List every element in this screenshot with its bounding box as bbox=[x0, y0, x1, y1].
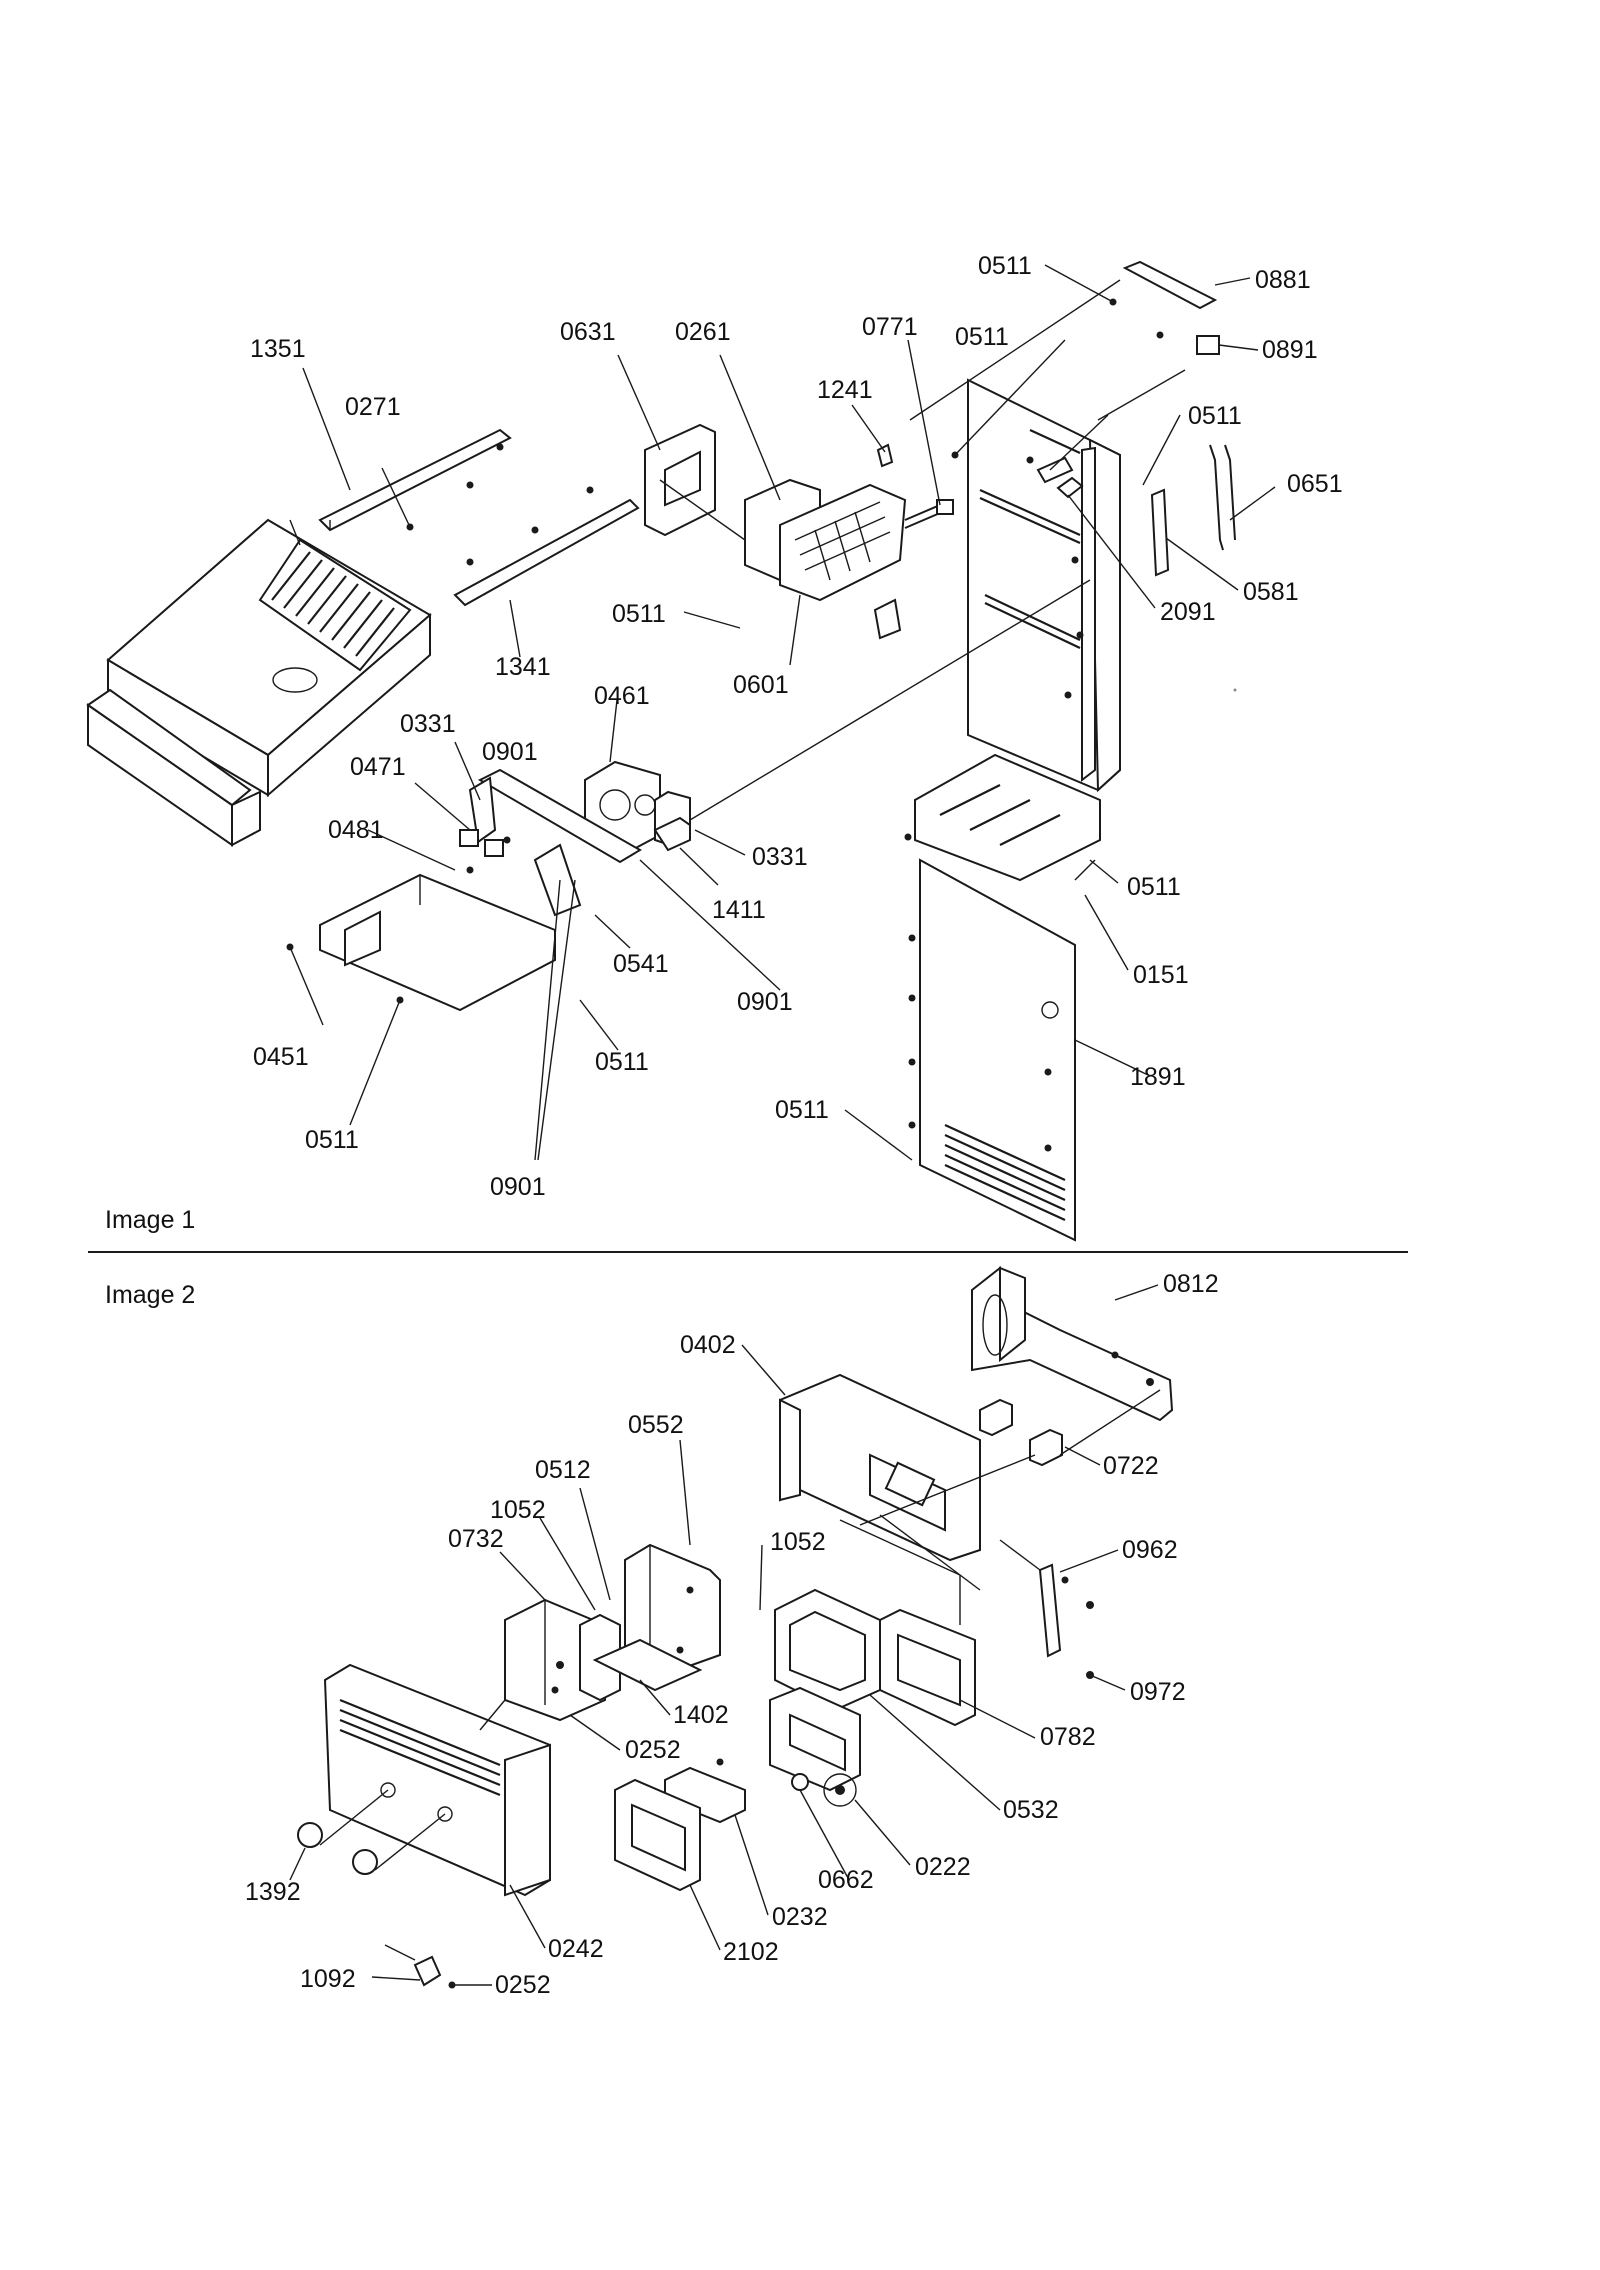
callout: 0722 bbox=[1103, 1452, 1159, 1480]
callout: 1052 bbox=[490, 1496, 546, 1524]
callout: 0242 bbox=[548, 1935, 604, 1963]
icemaker bbox=[744, 443, 954, 640]
callout: 0511 bbox=[955, 323, 1009, 351]
bar-0962 bbox=[1038, 1563, 1094, 1679]
callout: 0471 bbox=[350, 753, 406, 781]
part-0662 bbox=[791, 1773, 809, 1791]
callout: 0252 bbox=[495, 1971, 551, 1999]
callout: 0881 bbox=[1255, 266, 1311, 294]
callout: 0252 bbox=[625, 1736, 681, 1764]
callout: 0541 bbox=[613, 950, 669, 978]
callout: 0552 bbox=[628, 1411, 684, 1439]
callout: 0511 bbox=[1127, 873, 1181, 901]
callout: 0481 bbox=[328, 816, 384, 844]
callout: 0662 bbox=[818, 1866, 874, 1894]
callout: 0461 bbox=[594, 682, 650, 710]
callout: 2102 bbox=[723, 1938, 779, 1966]
callout: 0812 bbox=[1163, 1270, 1219, 1298]
callouts-image-1: 0511 0881 0771 0511 0891 1351 0631 0261 … bbox=[250, 252, 1343, 1201]
fill-tube bbox=[1209, 444, 1236, 551]
callout: 0901 bbox=[737, 988, 793, 1016]
frame-0782 bbox=[879, 1608, 976, 1727]
housing-0402 bbox=[779, 1373, 981, 1562]
image-1-caption: Image 1 bbox=[105, 1206, 195, 1234]
ice-bin bbox=[86, 518, 432, 847]
callout: 0232 bbox=[772, 1903, 828, 1931]
block-0891 bbox=[1196, 335, 1220, 355]
callout: 0511 bbox=[305, 1126, 359, 1154]
callout: 0631 bbox=[560, 318, 616, 346]
lower-panel bbox=[908, 858, 1076, 1242]
callout: 0901 bbox=[490, 1173, 546, 1201]
callout: 0511 bbox=[978, 252, 1032, 280]
callout: 0581 bbox=[1243, 578, 1299, 606]
callout: 1341 bbox=[495, 653, 551, 681]
callout: 0532 bbox=[1003, 1796, 1059, 1824]
callout: 0511 bbox=[1188, 402, 1242, 430]
callouts-image-2: 0812 0402 0552 0722 0512 1052 0732 1052 … bbox=[245, 1270, 1219, 1999]
callout: 0451 bbox=[253, 1043, 309, 1071]
callout: 0901 bbox=[482, 738, 538, 766]
actuator-0222 bbox=[716, 1686, 861, 1807]
callout: 0331 bbox=[400, 710, 456, 738]
heater-2091 bbox=[1056, 476, 1084, 499]
callout: 0651 bbox=[1287, 470, 1343, 498]
spacers-0722 bbox=[979, 1398, 1063, 1467]
callout: 1411 bbox=[712, 896, 766, 924]
callout: 1392 bbox=[245, 1878, 301, 1906]
stray-mark bbox=[1233, 688, 1237, 692]
callout: 1241 bbox=[817, 376, 873, 404]
callout: 0271 bbox=[345, 393, 401, 421]
mounting-bracket-0812 bbox=[971, 1265, 1174, 1422]
callout: 0402 bbox=[680, 1331, 736, 1359]
callout: 0972 bbox=[1130, 1678, 1186, 1706]
callout: 0512 bbox=[535, 1456, 591, 1484]
image-1-assembly: 0511 0881 0771 0511 0891 1351 0631 0261 … bbox=[86, 252, 1343, 1242]
callout: 1092 bbox=[300, 1965, 356, 1993]
callout: 0732 bbox=[448, 1525, 504, 1553]
callout: 2091 bbox=[1160, 598, 1216, 626]
image-2-assembly: Image 2 bbox=[105, 1265, 1219, 1999]
control-housing bbox=[286, 873, 556, 1012]
icemaker-cover bbox=[644, 423, 716, 537]
callout: 0331 bbox=[752, 843, 808, 871]
clip-1092 bbox=[413, 1955, 442, 1987]
callout: 1052 bbox=[770, 1528, 826, 1556]
callout: 1351 bbox=[250, 335, 306, 363]
callout: 0511 bbox=[595, 1048, 649, 1076]
knobs-1392 bbox=[297, 1822, 378, 1875]
plate-2102 bbox=[614, 1778, 701, 1892]
bin-rail-lower bbox=[453, 486, 640, 607]
callout: 0261 bbox=[675, 318, 731, 346]
rear-wall-panel bbox=[951, 378, 1121, 793]
callout: 0782 bbox=[1040, 1723, 1096, 1751]
callout: 0511 bbox=[612, 600, 666, 628]
callout: 0771 bbox=[862, 313, 918, 341]
callout: 1402 bbox=[673, 1701, 729, 1729]
callout: 0962 bbox=[1122, 1536, 1178, 1564]
bracket-0581 bbox=[1150, 488, 1170, 577]
callout: 0601 bbox=[733, 671, 789, 699]
callout: 1891 bbox=[1130, 1063, 1186, 1091]
chute-housing-0532 bbox=[774, 1588, 881, 1712]
callout: 0891 bbox=[1262, 336, 1318, 364]
image-2-caption: Image 2 bbox=[105, 1281, 195, 1309]
part-1411 bbox=[653, 816, 691, 852]
bin-rail-upper bbox=[318, 428, 512, 532]
callout: 0222 bbox=[915, 1853, 971, 1881]
part-1402 bbox=[592, 1638, 703, 1692]
screw-0252 bbox=[448, 1981, 456, 1989]
front-panel-0242 bbox=[323, 1663, 551, 1897]
callout: 0151 bbox=[1133, 961, 1189, 989]
air-deflector bbox=[904, 753, 1101, 882]
top-bracket bbox=[1109, 260, 1218, 339]
callout: 0511 bbox=[775, 1096, 829, 1124]
